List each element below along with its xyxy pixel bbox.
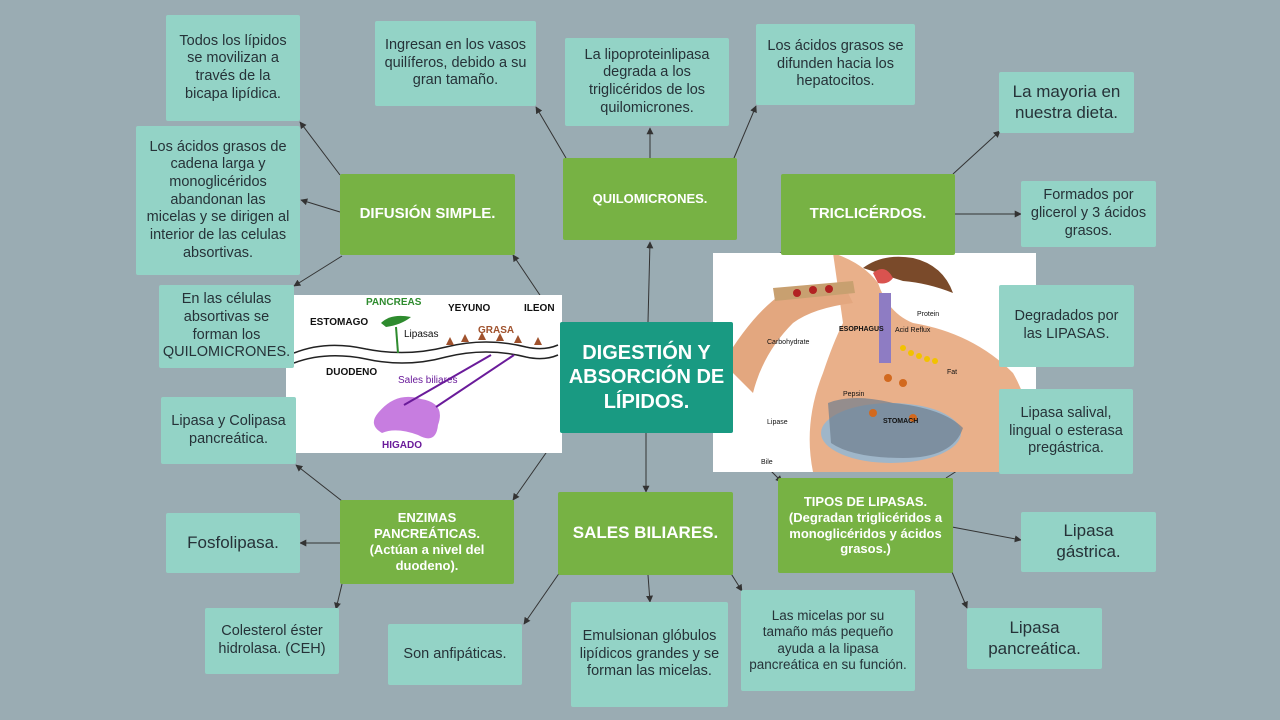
leaf-celulas-absortivas[interactable]: En las células absortivas se forman los … [159,285,294,368]
label-sales-biliares: Sales biliares [398,375,458,386]
leaf-colesterol-ester-hidrolasa[interactable]: Colesterol éster hidrolasa. (CEH) [205,608,339,674]
label-yeyuno: YEYUNO [448,303,491,314]
leaf-acidos-grasos-micelas[interactable]: Los ácidos grasos de cadena larga y mono… [136,126,300,275]
label-carbohydrate: Carbohydrate [767,339,810,346]
label-acid-reflux: Acid Reflux [895,327,931,334]
central-topic[interactable]: DIGESTIÓN Y ABSORCIÓN DE LÍPIDOS. [560,322,733,433]
leaf-lipasa-gastrica[interactable]: Lipasa gástrica. [1021,512,1156,572]
leaf-hepatocitos[interactable]: Los ácidos grasos se difunden hacia los … [756,24,915,105]
leaf-lipasa-colipasa[interactable]: Lipasa y Colipasa pancreática. [161,397,296,464]
leaf-lipasa-salival[interactable]: Lipasa salival, lingual o esterasa pregá… [999,389,1133,474]
body-drawing [713,253,1036,472]
digestive-tract-sketch: PANCREAS YEYUNO ILEON ESTOMAGO Lipasas G… [286,295,562,453]
leaf-fosfolipasa[interactable]: Fosfolipasa. [166,513,300,573]
leaf-glicerol-acidos[interactable]: Formados por glicerol y 3 ácidos grasos. [1021,181,1156,247]
label-grasa: GRASA [478,325,515,336]
label-pepsin: Pepsin [843,391,865,398]
label-duodeno: DUODENO [326,367,378,378]
label-ileon: ILEON [524,303,555,314]
leaf-emulsionan-globulos[interactable]: Emulsionan glóbulos lipídicos grandes y … [571,602,728,707]
intestine-drawing [293,315,559,439]
label-estomago: ESTOMAGO [310,317,369,328]
label-protein: Protein [917,311,940,318]
label-lipase: Lipase [767,419,788,426]
label-bile: Bile [761,459,773,466]
label-lipasas: Lipasas [404,329,439,340]
leaf-degradados-lipasas[interactable]: Degradados por las LIPASAS. [999,285,1134,367]
leaf-mayoria-dieta[interactable]: La mayoria en nuestra dieta. [999,72,1134,133]
digestion-figure: ESOPHAGUS Acid Reflux Protein Carbohydra… [713,253,1036,472]
label-fat: Fat [947,369,958,376]
topic-tipos-lipasas[interactable]: TIPOS DE LIPASAS. (Degradan triglicérido… [778,478,953,573]
topic-enzimas-pancreaticas[interactable]: ENZIMAS PANCREÁTICAS. (Actúan a nivel de… [340,500,514,584]
topic-quilomicrones[interactable]: QUILOMICRONES. [563,158,737,240]
leaf-anfipaticas[interactable]: Son anfipáticas. [388,624,522,685]
topic-difusion-simple[interactable]: DIFUSIÓN SIMPLE. [340,174,515,255]
topic-trigliceridos[interactable]: TRICLICÉRDOS. [781,174,955,255]
leaf-bicapa-lipidica[interactable]: Todos los lípidos se movilizan a través … [166,15,300,121]
label-stomach: STOMACH [883,418,919,425]
leaf-vasos-quiliferos[interactable]: Ingresan en los vasos quilíferos, debido… [375,21,536,106]
label-esophagus: ESOPHAGUS [839,326,884,333]
leaf-lipoproteinlipasa[interactable]: La lipoproteinlipasa degrada a los trigl… [565,38,729,126]
label-higado: HIGADO [382,440,422,451]
label-pancreas: PANCREAS [366,297,422,308]
topic-sales-biliares[interactable]: SALES BILIARES. [558,492,733,575]
leaf-micelas-ayuda-lipasa[interactable]: Las micelas por su tamaño más pequeño ay… [741,590,915,691]
leaf-lipasa-pancreatica[interactable]: Lipasa pancreática. [967,608,1102,669]
